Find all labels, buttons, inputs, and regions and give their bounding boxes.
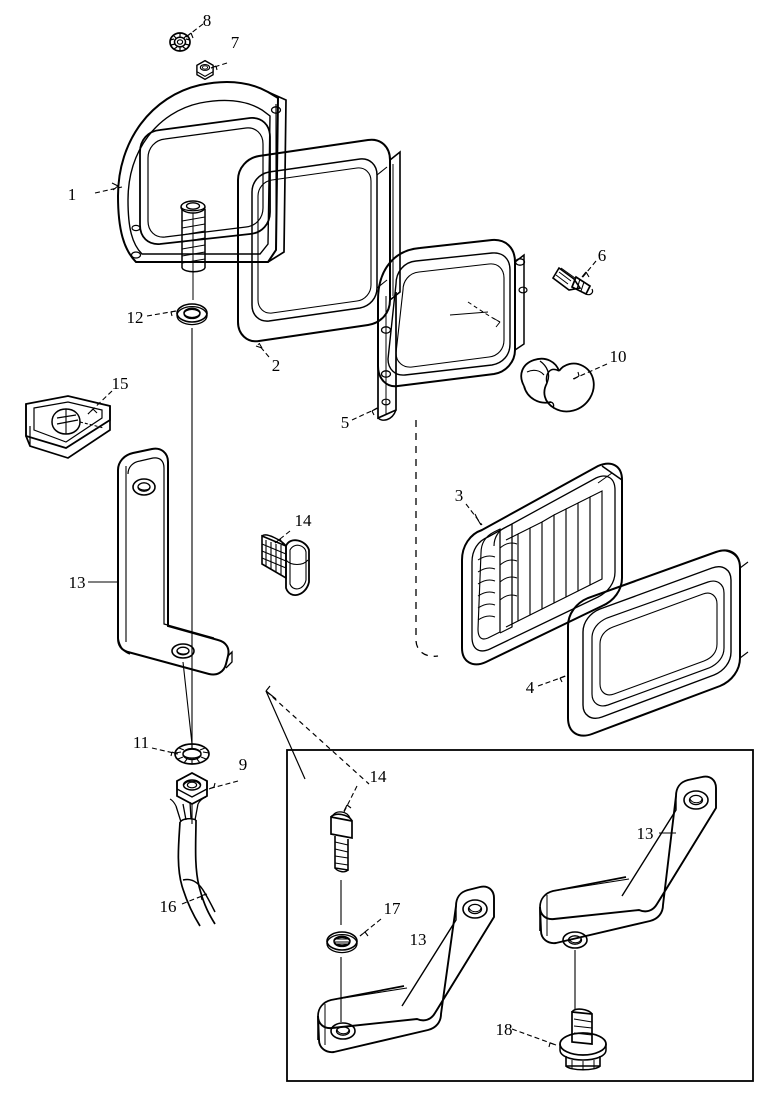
- callout-label-2: 2: [272, 356, 281, 375]
- callout-label-9: 9: [239, 755, 248, 774]
- callout-label-1: 1: [68, 185, 77, 204]
- inset-part-13-bracket-right: [539, 775, 717, 949]
- callout-label-11: 11: [133, 733, 149, 752]
- part-15-retaining-clip: [25, 395, 111, 459]
- part-7-hex-nut-small: [196, 59, 214, 81]
- callout-label-4: 4: [526, 678, 535, 697]
- inset-leader-lines: [340, 785, 676, 1048]
- part-11-lock-washer: [174, 743, 210, 765]
- part-16-wire-harness: [169, 796, 216, 927]
- callout-label-16: 16: [160, 897, 177, 916]
- inset-detail-box: [286, 749, 754, 1082]
- inset-callout-label-14: 14: [370, 767, 388, 786]
- inset-part-13-bracket-left: [317, 885, 495, 1054]
- part-4-lens-bezel-ring: [567, 549, 749, 737]
- callout-label-15: 15: [112, 374, 129, 393]
- leader-lines: [87, 23, 608, 905]
- part-3-ribbed-lens: [461, 462, 623, 666]
- callout-label-5: 5: [341, 413, 350, 432]
- callout-label-13: 13: [69, 573, 86, 592]
- callout-label-7: 7: [231, 33, 240, 52]
- inset-part-14-bolt: [330, 811, 353, 873]
- callout-label-10: 10: [610, 347, 627, 366]
- inset-detail-pointer: [265, 685, 370, 785]
- callout-label-12: 12: [127, 308, 144, 327]
- part-8-lock-washer-small: [169, 32, 191, 52]
- inset-part-18-bolt-washer-assembly: [559, 1008, 607, 1071]
- part-14-thumb-screw-bolt: [261, 534, 310, 596]
- part-5-lamp-body: [377, 238, 528, 421]
- inset-callout-label-13-left: 13: [410, 930, 427, 949]
- assembly-guide-lines: [182, 213, 439, 824]
- part-12-flat-washer: [176, 303, 208, 326]
- inset-part-17-flat-washer: [326, 931, 358, 954]
- callout-label-3: 3: [455, 486, 464, 505]
- inset-callout-label-18: 18: [496, 1020, 513, 1039]
- callout-label-14: 14: [295, 511, 313, 530]
- part-10-bulb: [520, 357, 595, 413]
- part-9-hex-nut: [176, 771, 208, 806]
- part-13-mounting-bracket: [117, 447, 233, 676]
- part-1-lamp-housing-cover: [116, 80, 287, 273]
- callout-label-6: 6: [598, 246, 607, 265]
- inset-callout-label-17: 17: [384, 899, 402, 918]
- inset-callout-label-13-right: 13: [637, 824, 654, 843]
- callout-label-8: 8: [203, 11, 212, 30]
- part-6-machine-screw: [551, 266, 594, 296]
- part-2-gasket-seal: [237, 138, 401, 343]
